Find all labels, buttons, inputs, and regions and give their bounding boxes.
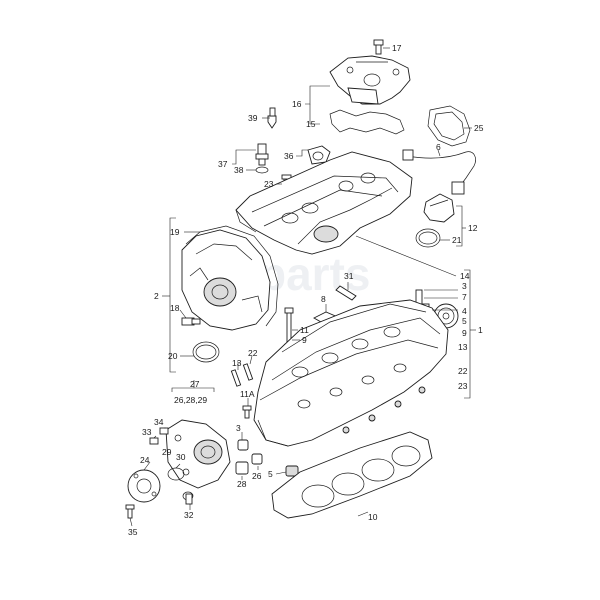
label-39: 39 <box>248 113 258 123</box>
leader-lines <box>129 47 476 527</box>
label-19: 19 <box>170 227 180 237</box>
part-cap-3[interactable] <box>237 439 249 451</box>
label-22: 22 <box>248 348 258 358</box>
part-bolt-32[interactable] <box>185 493 193 505</box>
reference-numbers: 17 16 15 25 39 36 6 37 38 23 12 21 19 14… <box>128 43 484 537</box>
label-25: 25 <box>474 123 484 133</box>
label-11: 11 <box>300 325 309 335</box>
label-10: 10 <box>368 512 378 522</box>
label-7: 7 <box>462 292 467 302</box>
label-15: 15 <box>306 119 316 129</box>
part-bolt-33[interactable] <box>149 437 159 445</box>
part-ring-gasket-25[interactable] <box>427 105 471 147</box>
part-seal-5[interactable] <box>285 465 299 477</box>
label-34: 34 <box>154 417 164 427</box>
label-13-right: 13 <box>458 342 468 352</box>
part-adjuster-housing[interactable] <box>329 55 411 105</box>
label-28: 28 <box>237 479 247 489</box>
part-pump-housing-27[interactable] <box>165 419 231 489</box>
label-14: 14 <box>460 271 470 281</box>
part-bolt-11a[interactable] <box>242 405 252 419</box>
part-valve-36[interactable] <box>307 145 331 165</box>
label-3: 3 <box>236 423 241 433</box>
part-cover-gasket <box>185 225 279 327</box>
label-21: 21 <box>452 235 462 245</box>
part-bolt-34[interactable] <box>159 427 169 435</box>
label-33: 33 <box>142 427 152 437</box>
watermark: parts <box>258 248 370 300</box>
label-23-right: 23 <box>458 381 468 391</box>
part-breather-hose-6[interactable] <box>402 149 476 195</box>
label-36: 36 <box>284 151 294 161</box>
part-pin-31[interactable] <box>335 285 357 301</box>
part-bolt-17[interactable] <box>373 39 384 55</box>
part-cap-26[interactable] <box>251 453 263 465</box>
label-22-right: 22 <box>458 366 468 376</box>
part-timing-cover-19[interactable] <box>181 229 271 331</box>
label-30: 30 <box>176 452 186 462</box>
part-sensor-37[interactable] <box>255 143 269 166</box>
label-16: 16 <box>292 99 302 109</box>
part-bolt-18[interactable] <box>181 317 201 326</box>
part-stud-13[interactable] <box>230 369 242 387</box>
label-9: 9 <box>302 335 307 345</box>
part-flange-24[interactable] <box>127 469 161 503</box>
label-29: 29 <box>162 447 172 457</box>
label-4: 4 <box>462 306 467 316</box>
label-26: 26 <box>252 471 262 481</box>
label-31: 31 <box>344 271 354 281</box>
label-9-right: 9 <box>462 328 467 338</box>
part-stud-22[interactable] <box>242 363 254 381</box>
part-gasket-15[interactable] <box>329 109 405 135</box>
part-head-gasket-10[interactable] <box>271 431 433 519</box>
label-35: 35 <box>128 527 138 537</box>
label-32: 32 <box>184 510 194 520</box>
label-13: 13 <box>232 358 242 368</box>
part-cap-28[interactable] <box>235 461 249 475</box>
part-cylinder-head-cover[interactable] <box>235 151 413 255</box>
label-11a: 11A <box>240 389 255 399</box>
label-37: 37 <box>218 159 228 169</box>
label-24: 24 <box>140 455 150 465</box>
label-17: 17 <box>392 43 402 53</box>
label-18: 18 <box>170 303 180 313</box>
part-cylinder-head[interactable] <box>253 299 449 447</box>
label-2: 2 <box>154 291 159 301</box>
label-38: 38 <box>234 165 244 175</box>
label-5-right: 5 <box>462 316 467 326</box>
label-5: 5 <box>268 469 273 479</box>
part-pin-3[interactable] <box>415 289 423 305</box>
label-23-top: 23 <box>264 179 274 189</box>
label-3-right: 3 <box>462 281 467 291</box>
part-oil-filler-cap-12[interactable] <box>423 193 455 223</box>
part-seal-21[interactable] <box>415 228 441 248</box>
label-8: 8 <box>321 294 326 304</box>
label-6: 6 <box>436 142 441 152</box>
part-o-ring-20[interactable] <box>192 341 220 363</box>
part-bolt-35[interactable] <box>125 504 135 519</box>
label-27: 27 <box>190 379 200 389</box>
label-26-28-29: 26,28,29 <box>174 395 207 405</box>
part-o-ring-38[interactable] <box>255 166 269 174</box>
label-1: 1 <box>478 325 483 335</box>
part-sensor-39[interactable] <box>267 107 277 129</box>
label-12: 12 <box>468 223 478 233</box>
label-20: 20 <box>168 351 178 361</box>
